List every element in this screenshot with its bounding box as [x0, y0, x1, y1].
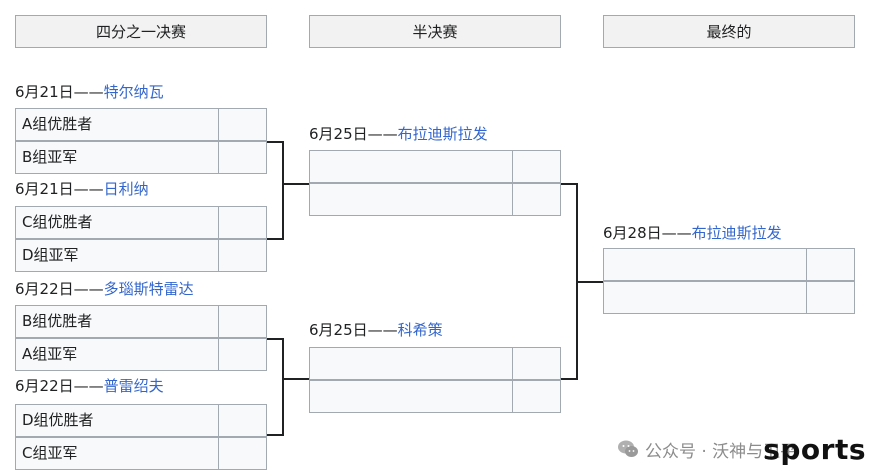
- score-cell: [807, 248, 855, 281]
- team-name: A组优胜者: [15, 108, 219, 141]
- team-name: [603, 281, 807, 314]
- venue-link[interactable]: 特尔纳瓦: [103, 83, 164, 101]
- qf1-row-2: B组亚军: [15, 141, 267, 174]
- watermark: 公众号 · 沃神与卫平 sports: [617, 432, 866, 466]
- venue-link[interactable]: 布拉迪斯拉发: [397, 125, 488, 143]
- final-row-1: [603, 248, 855, 281]
- qf4-label: 6月22日——普雷绍夫: [15, 375, 164, 397]
- sf2-row-1: [309, 347, 561, 380]
- match-date: 6月22日: [15, 377, 74, 395]
- qf3-row-1: B组优胜者: [15, 305, 267, 338]
- connector-line: [282, 183, 309, 185]
- match-dash: ——: [661, 224, 692, 242]
- connector-line: [282, 378, 309, 380]
- qf2-row-1: C组优胜者: [15, 206, 267, 239]
- sf1-label: 6月25日——布拉迪斯拉发: [309, 123, 488, 145]
- match-dash: ——: [73, 377, 104, 395]
- venue-link[interactable]: 普雷绍夫: [103, 377, 164, 395]
- connector-line: [561, 378, 578, 380]
- team-name: D组亚军: [15, 239, 219, 272]
- sf2-label: 6月25日——科希策: [309, 319, 443, 341]
- connector-line: [282, 338, 284, 436]
- watermark-brand: sports: [763, 432, 866, 466]
- match-date: 6月28日: [603, 224, 662, 242]
- score-cell: [513, 150, 561, 183]
- sf1-row-2: [309, 183, 561, 216]
- final-row-2: [603, 281, 855, 314]
- match-dash: ——: [367, 125, 398, 143]
- team-name: B组亚军: [15, 141, 219, 174]
- sf2-row-2: [309, 380, 561, 413]
- venue-link[interactable]: 布拉迪斯拉发: [691, 224, 782, 242]
- qf2-label: 6月21日——日利纳: [15, 178, 149, 200]
- score-cell: [219, 305, 267, 338]
- match-date: 6月25日: [309, 321, 368, 339]
- team-name: B组优胜者: [15, 305, 219, 338]
- team-name: C组亚军: [15, 437, 219, 470]
- match-dash: ——: [73, 280, 104, 298]
- team-name: [309, 183, 513, 216]
- qf1-row-1: A组优胜者: [15, 108, 267, 141]
- score-cell: [219, 437, 267, 470]
- team-name: A组亚军: [15, 338, 219, 371]
- connector-line: [576, 281, 603, 283]
- connector-line: [267, 238, 284, 240]
- score-cell: [219, 239, 267, 272]
- venue-link[interactable]: 多瑙斯特雷达: [103, 280, 194, 298]
- connector-line: [267, 141, 284, 143]
- header-final: 最终的: [603, 15, 855, 48]
- match-date: 6月22日: [15, 280, 74, 298]
- qf2-row-2: D组亚军: [15, 239, 267, 272]
- connector-line: [561, 183, 578, 185]
- score-cell: [513, 347, 561, 380]
- qf4-row-2: C组亚军: [15, 437, 267, 470]
- watermark-text: 公众号 · 沃神与卫平: [644, 441, 798, 462]
- score-cell: [219, 404, 267, 437]
- score-cell: [219, 141, 267, 174]
- score-cell: [513, 183, 561, 216]
- score-cell: [807, 281, 855, 314]
- team-name: D组优胜者: [15, 404, 219, 437]
- wechat-icon: [617, 439, 639, 459]
- match-dash: ——: [73, 180, 104, 198]
- team-name: [309, 347, 513, 380]
- team-name: [309, 150, 513, 183]
- team-name: [309, 380, 513, 413]
- match-date: 6月25日: [309, 125, 368, 143]
- match-date: 6月21日: [15, 180, 74, 198]
- qf1-label: 6月21日——特尔纳瓦: [15, 81, 164, 103]
- score-cell: [219, 108, 267, 141]
- match-dash: ——: [73, 83, 104, 101]
- header-semifinals: 半决赛: [309, 15, 561, 48]
- score-cell: [219, 338, 267, 371]
- team-name: [603, 248, 807, 281]
- header-quarterfinals: 四分之一决赛: [15, 15, 267, 48]
- qf3-row-2: A组亚军: [15, 338, 267, 371]
- connector-line: [267, 434, 284, 436]
- venue-link[interactable]: 日利纳: [103, 180, 149, 198]
- score-cell: [513, 380, 561, 413]
- qf3-label: 6月22日——多瑙斯特雷达: [15, 278, 194, 300]
- team-name: C组优胜者: [15, 206, 219, 239]
- connector-line: [267, 338, 284, 340]
- sf1-row-1: [309, 150, 561, 183]
- connector-line: [282, 141, 284, 240]
- match-date: 6月21日: [15, 83, 74, 101]
- qf4-row-1: D组优胜者: [15, 404, 267, 437]
- final-label: 6月28日——布拉迪斯拉发: [603, 222, 782, 244]
- score-cell: [219, 206, 267, 239]
- match-dash: ——: [367, 321, 398, 339]
- venue-link[interactable]: 科希策: [397, 321, 443, 339]
